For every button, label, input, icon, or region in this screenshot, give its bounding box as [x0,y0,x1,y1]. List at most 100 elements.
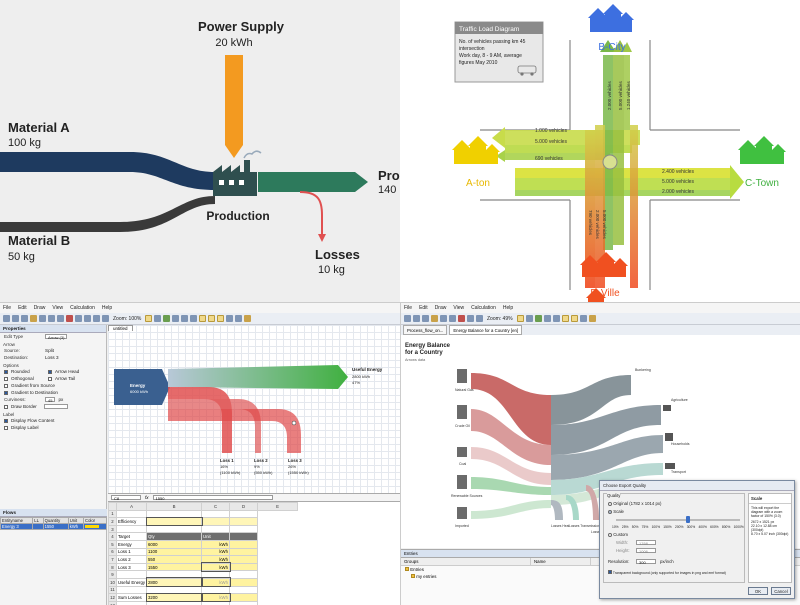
save-icon-2[interactable] [422,315,429,322]
entries-item-root[interactable]: Entries [401,566,800,573]
menu-draw-2[interactable]: Draw [434,305,447,311]
hand-tool-icon[interactable] [154,315,162,322]
resolution-input[interactable]: 300 [636,559,656,565]
color-icon[interactable] [235,315,243,322]
sheet-cell[interactable] [229,509,258,519]
scale-option[interactable]: Scale [608,509,624,514]
entries-item-mine[interactable]: my entries [401,573,800,580]
entries-col-groups[interactable]: Groups [401,558,531,565]
align-center-icon-2[interactable] [570,315,578,322]
curviness-input[interactable]: 45 [45,397,56,403]
print-icon[interactable] [30,315,37,322]
flows-cell-quantity[interactable]: 1550 [42,523,69,530]
align-center-icon[interactable] [208,315,216,322]
align-left-icon-2[interactable] [561,315,569,322]
menu-help[interactable]: Help [101,305,113,311]
ok-button[interactable]: OK [748,587,768,595]
image-tool-icon[interactable] [190,315,198,322]
sheet-cell[interactable]: Loss 3 [116,562,147,572]
flows-row[interactable]: Energy 3 1550 kWh [0,523,107,530]
display-label-checkbox[interactable] [4,425,8,430]
arrow-tool-icon-2[interactable] [543,315,551,322]
sheet-cell[interactable]: 1550 [146,562,202,572]
height-input[interactable]: 1006 [636,548,656,554]
sheet-cell[interactable]: kWh [200,577,231,587]
new-icon[interactable] [3,315,10,322]
formula-input[interactable]: 1550 [152,495,273,501]
sheet-cell[interactable]: Target [116,532,147,541]
sheet-cell[interactable]: Unit [201,532,230,541]
sheet-cell[interactable] [145,516,203,527]
draw-border-checkbox[interactable] [4,404,8,409]
sheet-row[interactable]: 13 [108,600,298,605]
node-tool-icon-2[interactable] [534,315,542,322]
flows-cell-color[interactable] [83,523,107,530]
sheet-cell[interactable] [229,585,258,595]
hand-tool-icon-2[interactable] [525,315,533,322]
calc-icon-2[interactable] [588,315,596,322]
calc-icon[interactable] [244,315,252,322]
redo-icon[interactable] [75,315,82,322]
zoom-in-icon[interactable] [93,315,100,322]
display-flow-checkbox[interactable] [4,418,8,423]
original-option[interactable]: Original (1782 x 1014 px) [608,501,661,506]
new-icon-2[interactable] [404,315,411,322]
document-tab[interactable]: untitled [108,325,133,331]
zoom-out-icon[interactable] [102,315,109,322]
scale-radio[interactable] [608,509,612,514]
paste-icon[interactable] [57,315,64,322]
sheet-cell[interactable] [229,547,258,557]
zoom-level-2[interactable]: Zoom: 49% [487,315,513,322]
copy-icon-2[interactable] [449,315,456,322]
sheet-cell[interactable]: 6000 [146,539,202,549]
transparent-option[interactable]: Transparent background (only supported f… [608,570,744,575]
sheet-cell[interactable]: 1100 [146,547,202,557]
sheet-cell[interactable] [146,585,202,595]
flows-cell-ll[interactable] [32,523,44,530]
sheet-row[interactable]: 11 [108,585,298,595]
grid-icon[interactable] [226,315,234,322]
transparent-checkbox[interactable] [608,570,612,574]
sheet-cell[interactable]: Loss 1 [116,547,147,557]
original-radio[interactable] [608,501,612,506]
sheet-cell[interactable] [229,570,258,579]
sheet-cell[interactable] [116,585,147,595]
sheet-cell[interactable]: kWh [201,547,230,557]
menu-calculation[interactable]: Calculation [70,305,95,311]
sheet-cell[interactable]: Useful Energy [116,577,147,587]
flows-cell-name[interactable]: Energy 3 [0,523,34,530]
orthogonal-checkbox[interactable] [4,376,8,381]
tab-energy-balance[interactable]: Energy Balance for a Country [en] [449,325,523,335]
sheet-cell[interactable] [229,517,258,526]
sheet-cell[interactable] [146,600,202,605]
sheet-cell[interactable] [201,517,230,526]
border-color-picker[interactable] [44,404,68,409]
entries-col-name[interactable]: Name [531,558,591,565]
text-tool-icon-2[interactable] [552,315,560,322]
align-right-icon[interactable] [217,315,225,322]
sheet-cell[interactable]: 3200 [145,592,203,603]
menu-view-2[interactable]: View [453,305,465,311]
edit-type-select[interactable]: Arrow (3) [45,334,68,340]
sheet-cell[interactable] [229,562,258,572]
sheet-cell[interactable]: Energy [116,539,147,549]
redo-icon-2[interactable] [467,315,474,322]
sheet-cell[interactable]: 550 [146,555,202,564]
copy-icon[interactable] [48,315,55,322]
sheet-cell[interactable]: Loss 2 [116,555,147,564]
sheet-cell[interactable] [229,577,258,587]
menu-file[interactable]: File [3,305,12,311]
sheet-cell[interactable] [229,600,258,605]
menu-file-2[interactable]: File [404,305,413,311]
grid-icon-2[interactable] [579,315,587,322]
sheet-cell[interactable] [116,524,147,534]
custom-radio[interactable] [608,532,612,537]
sheet-cell[interactable]: kWh [201,539,230,549]
sheet-cell[interactable]: Qty [146,532,202,541]
sheet-row[interactable]: 9 [108,570,298,579]
